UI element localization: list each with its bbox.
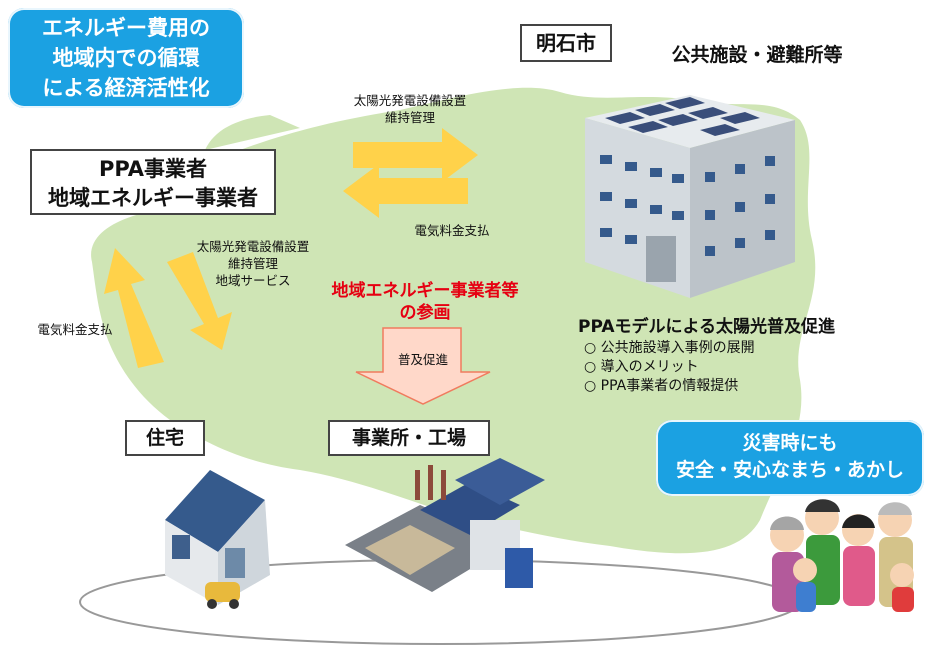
arrow-from-facility-label: 電気料金支払 (414, 223, 490, 238)
arrow-from-facility (343, 164, 468, 218)
label-line: 維持管理 (227, 256, 278, 271)
factory-illustration (345, 458, 545, 592)
facility-title: 公共施設・避難所等 (671, 44, 843, 66)
disaster-banner: 災害時にも 安全・安心なまち・あかし (656, 420, 924, 496)
banner-line: 地域内での循環 (52, 46, 200, 70)
business-label: 事業所・工場 (328, 420, 490, 456)
housing-label: 住宅 (125, 420, 205, 456)
arrow-from-homes-label: 電気料金支払 (37, 322, 113, 337)
promotion-arrow (355, 327, 491, 405)
ppa-line: 地域エネルギー事業者 (48, 186, 258, 210)
ppa-model-item: ○ 公共施設導入事例の展開 (584, 340, 755, 356)
ppa-line: PPA事業者 (98, 157, 208, 181)
ppa-operator-box: PPA事業者 地域エネルギー事業者 (30, 149, 276, 215)
arrow-to-homes (167, 252, 232, 350)
participation-line: 地域エネルギー事業者等 (331, 281, 519, 301)
ppa-model-item: ○ PPA事業者の情報提供 (584, 378, 739, 394)
public-building-illustration (585, 95, 795, 298)
family-illustration (770, 499, 914, 612)
label-line: 地域サービス (215, 273, 291, 288)
arrow-to-facility (353, 128, 478, 182)
banner-line: エネルギー費用の (42, 16, 210, 40)
arrow-to-homes-label: 太陽光発電設備設置 維持管理 地域サービス (178, 238, 328, 289)
label-line: 太陽光発電設備設置 (353, 93, 467, 108)
participation-text: 地域エネルギー事業者等 の参画 (305, 280, 545, 324)
arrow-from-homes (104, 248, 164, 368)
participation-line: の参画 (399, 303, 451, 323)
banner-line: 安全・安心なまち・あかし (675, 459, 904, 481)
ppa-model-section: PPAモデルによる太陽光普及促進 ○ 公共施設導入事例の展開 ○ 導入のメリット… (578, 312, 918, 396)
label-line: 太陽光発電設備設置 (196, 239, 310, 254)
house-illustration (165, 470, 270, 609)
top-left-banner: エネルギー費用の 地域内での循環 による経済活性化 (8, 8, 244, 108)
city-label: 明石市 (520, 24, 612, 62)
ppa-model-title: PPAモデルによる太陽光普及促進 (578, 317, 836, 337)
promotion-arrow-label: 普及促進 (397, 352, 448, 367)
banner-line: 災害時にも (742, 432, 838, 454)
arrow-to-facility-label: 太陽光発電設備設置 維持管理 (325, 92, 495, 126)
banner-line: による経済活性化 (42, 76, 210, 100)
ppa-model-item: ○ 導入のメリット (584, 359, 699, 375)
label-line: 維持管理 (384, 110, 435, 125)
